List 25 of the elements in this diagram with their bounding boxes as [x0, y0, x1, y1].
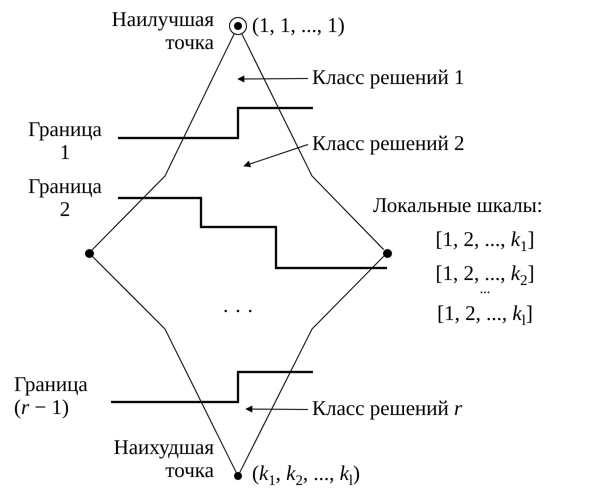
class-label: Класс решений r: [312, 397, 462, 420]
point-marker: [382, 248, 392, 258]
text-label: [1, 2, ..., k$_{1}$]: [436, 228, 534, 252]
class-label: Класс решений 2: [312, 132, 464, 156]
best-point-marker: [229, 17, 247, 35]
point-caption: Наихудшая точка: [112, 436, 214, 482]
text-label: [1, 2, ..., k$_{l}$]: [437, 302, 533, 326]
arrow: [243, 144, 308, 168]
text-label: Граница (r − 1): [14, 373, 89, 420]
connector-line: [241, 34, 384, 250]
text-label: Граница 1: [27, 118, 103, 164]
point-marker: [84, 248, 94, 258]
arrow: [237, 75, 308, 82]
connector-line: [239, 256, 384, 473]
coordinate-label: (k$_{1}$, k$_{2}$, ..., k$_{l}$): [252, 462, 360, 486]
text-label: Граница 2: [27, 175, 103, 222]
text-label: Локальные шкалы:: [373, 194, 543, 218]
connector-line: [92, 256, 237, 473]
text-label: · · ·: [222, 300, 254, 324]
point-marker: [234, 472, 242, 480]
point-caption: Наилучшая точка: [110, 8, 214, 54]
arrow: [245, 406, 308, 413]
class-label: Класс решений 1: [312, 66, 464, 90]
coordinate-label: (1, 1, ..., 1): [252, 14, 345, 38]
connector-line: [92, 34, 235, 250]
